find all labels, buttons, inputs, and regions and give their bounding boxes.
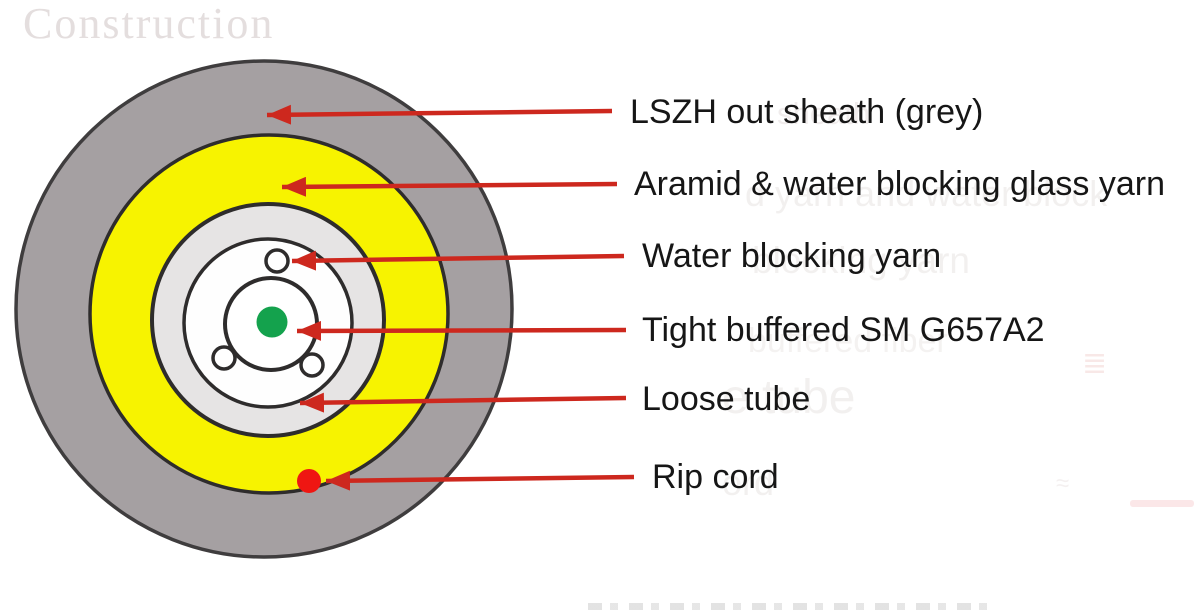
label-rip-cord: Rip cord — [652, 458, 779, 496]
rip-cord-dot — [297, 469, 321, 493]
water-blocking-yarn-top — [264, 248, 290, 274]
label-loose-tube: Loose tube — [642, 380, 811, 418]
label-water-blocking-yarn: Water blocking yarn — [642, 237, 942, 275]
water-blocking-yarn-left — [211, 345, 237, 371]
fiber-core-dot — [256, 306, 288, 338]
label-aramid-yarn: Aramid & water blocking glass yarn — [634, 165, 1166, 203]
label-tight-buffered: Tight buffered SM G657A2 — [642, 311, 1045, 349]
label-lszh-sheath: LSZH out sheath (grey) — [630, 93, 984, 131]
arrow-rip-cord — [325, 470, 635, 491]
arrow-loose-tube — [299, 392, 627, 413]
arrow-lszh-sheath — [266, 104, 613, 125]
arrow-water-blocking-yarn — [291, 250, 625, 271]
ghost-cutoff-text-strip — [588, 603, 990, 610]
arrow-aramid-yarn — [281, 176, 618, 197]
arrow-tight-buffered — [296, 320, 627, 341]
water-blocking-yarn-right — [299, 352, 325, 378]
